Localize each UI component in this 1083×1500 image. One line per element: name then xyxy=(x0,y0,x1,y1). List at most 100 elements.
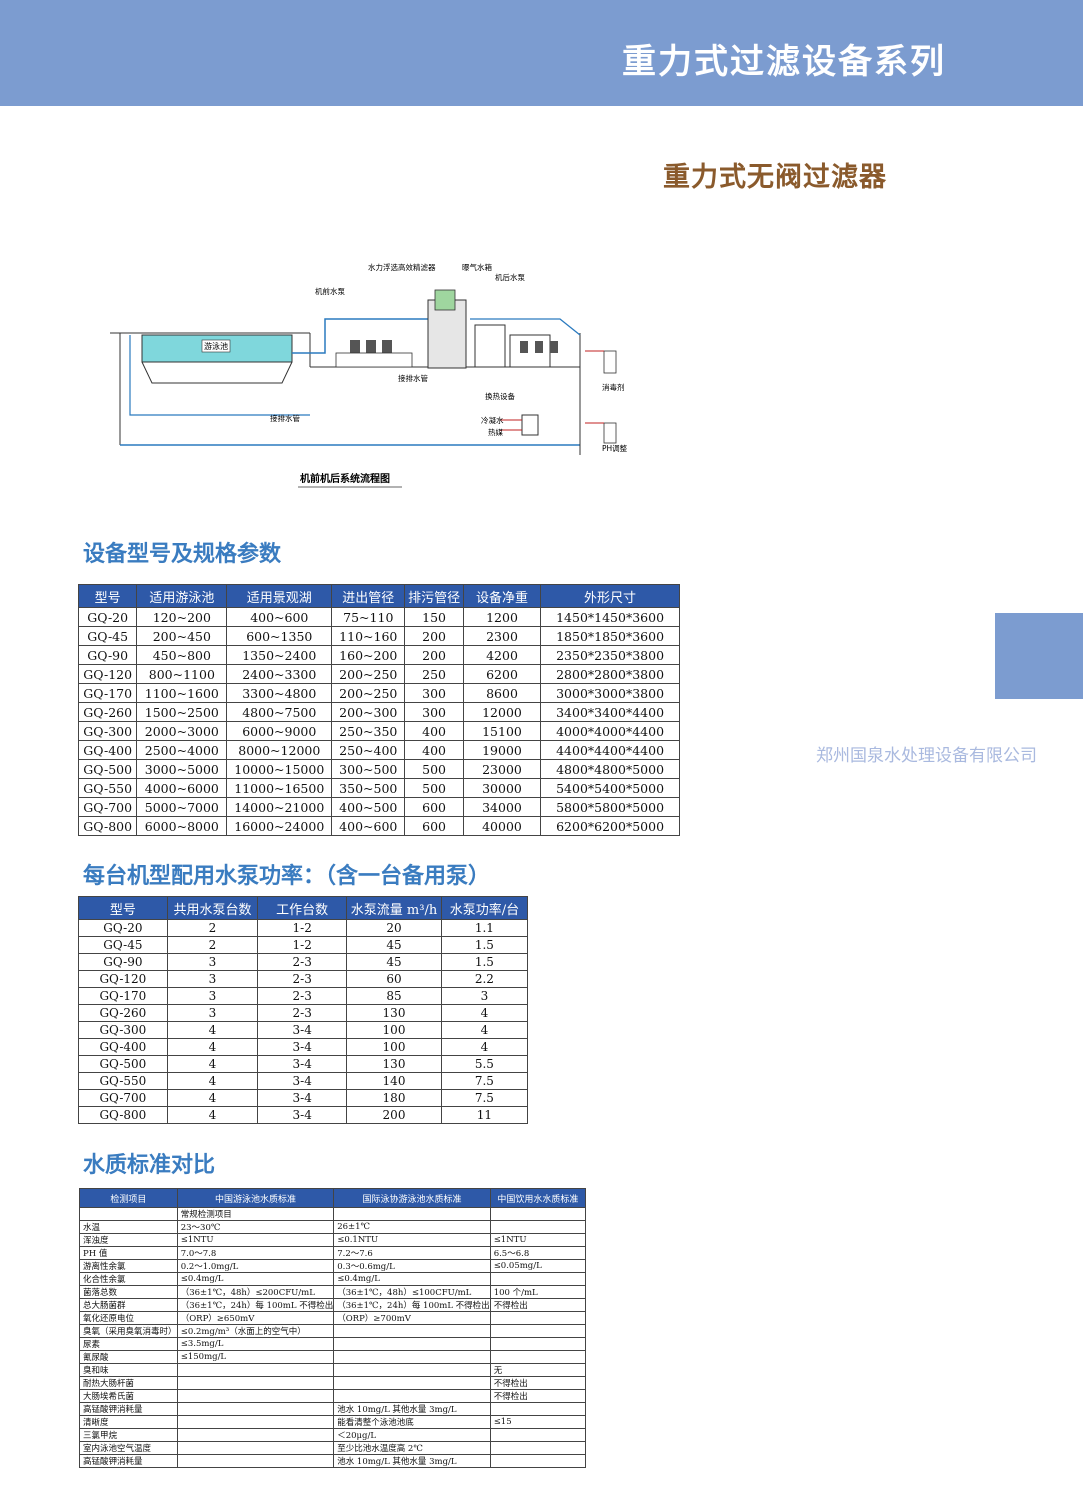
column-header: 进出管径 xyxy=(331,584,406,608)
table-cell: 池水 10mg/L 其他水量 3mg/L xyxy=(333,1402,491,1416)
table-cell: 350~500 xyxy=(331,778,406,798)
table-cell: 至少比池水温度高 2℃ xyxy=(333,1441,491,1455)
table-cell: 60 xyxy=(346,970,442,988)
table-cell: 池水 10mg/L 其他水量 3mg/L xyxy=(333,1454,491,1468)
table-cell: 4 xyxy=(166,1089,259,1107)
table-cell: 5800*5800*5000 xyxy=(540,797,680,817)
header-banner: 重力式过滤设备系列 xyxy=(0,0,1083,106)
table-cell: 氰尿酸 xyxy=(79,1350,178,1364)
table-cell: GQ-550 xyxy=(77,778,138,798)
table-row: 高锰酸钾消耗量 池水 10mg/L 其他水量 3mg/L xyxy=(79,1454,587,1468)
table-cell: 3-4 xyxy=(257,1055,348,1073)
table-cell: GQ-800 xyxy=(78,1106,168,1124)
table-cell: 34000 xyxy=(462,797,542,817)
table-cell: 浑浊度 xyxy=(79,1233,178,1247)
table-cell: 2-3 xyxy=(257,1004,348,1022)
table-row: 总大肠菌群（36±1℃，24h）每 100mL 不得检出（36±1℃，24h）每… xyxy=(79,1298,587,1312)
table-cell: 耐热大肠杆菌 xyxy=(79,1376,178,1390)
table-row: 大肠埃希氏菌不得检出 xyxy=(79,1389,587,1403)
table-cell: 臭和味 xyxy=(79,1363,178,1377)
table-cell xyxy=(176,1454,335,1468)
heat-exchange-label: 换热设备 xyxy=(485,391,515,401)
table-cell: 2350*2350*3800 xyxy=(540,645,680,665)
product-title: 重力式无阀过滤器 xyxy=(663,162,887,193)
table-cell: 200~450 xyxy=(136,626,228,646)
table-cell: 菌落总数 xyxy=(79,1285,178,1299)
table-cell: 3 xyxy=(166,987,259,1005)
table-cell: 0.2～1.0mg/L xyxy=(176,1259,335,1273)
table-cell: 4 xyxy=(166,1072,259,1090)
table-cell: 100 个/mL xyxy=(489,1285,587,1299)
company-name: 郑州国泉水处理设备有限公司 xyxy=(816,746,1037,766)
table-cell xyxy=(333,1376,491,1390)
column-header: 设备净重 xyxy=(462,584,542,608)
post-pump-label: 机后水泵 xyxy=(495,272,525,282)
table-cell: GQ-260 xyxy=(78,1004,168,1022)
table-cell: GQ-700 xyxy=(77,797,138,817)
table-cell: 2 xyxy=(166,919,259,937)
table-cell: 4 xyxy=(166,1055,259,1073)
table-cell xyxy=(489,1350,587,1364)
column-header: 国际泳协游泳池水质标准 xyxy=(333,1188,491,1208)
table-cell: 2300 xyxy=(462,626,542,646)
table-cell: 3-4 xyxy=(257,1072,348,1090)
table-cell: GQ-170 xyxy=(78,987,168,1005)
table-cell: 6000~8000 xyxy=(136,816,228,836)
table-cell: 臭氧（采用臭氧消毒时） xyxy=(79,1324,178,1338)
table-cell: 100 xyxy=(346,1021,442,1039)
sand-filter-label: 水力浮选高效精滤器 xyxy=(368,262,436,272)
pre-pump-label: 机前水泵 xyxy=(315,286,345,296)
table-cell: 40000 xyxy=(462,816,542,836)
table-cell xyxy=(176,1376,335,1390)
table-cell: GQ-90 xyxy=(77,645,138,665)
table-cell: （36±1℃，24h）每 100mL 不得检出 xyxy=(176,1298,335,1312)
table-cell: 400~500 xyxy=(331,797,406,817)
table-cell xyxy=(489,1324,587,1338)
table-cell: （36±1℃，24h）每 100mL 不得检出 xyxy=(333,1298,491,1312)
table-header-row: 型号适用游泳池适用景观湖进出管径排污管径设备净重外形尺寸 xyxy=(77,584,680,608)
table-cell: 游离性余氯 xyxy=(79,1259,178,1273)
table-cell: 清晰度 xyxy=(79,1415,178,1429)
table-cell: 11 xyxy=(440,1106,529,1124)
table-cell: 11000~16500 xyxy=(226,778,333,798)
table-cell: 200~250 xyxy=(331,683,406,703)
table-cell: 3-4 xyxy=(257,1106,348,1124)
table-row: 氰尿酸≤150mg/L xyxy=(79,1350,587,1364)
table-row: 浑浊度≤1NTU≤0.1NTU≤1NTU xyxy=(79,1233,587,1247)
table-cell: 300 xyxy=(404,702,464,722)
table-row: 室内泳池空气温度至少比池水温度高 2℃ xyxy=(79,1441,587,1455)
table-cell xyxy=(489,1272,587,1286)
table-cell: 600 xyxy=(404,797,464,817)
table-cell: 4000*4000*4400 xyxy=(540,721,680,741)
ph-label: PH调整 xyxy=(602,443,628,453)
table-cell: 23～30℃ xyxy=(176,1220,335,1234)
table-cell xyxy=(176,1441,335,1455)
side-accent-block xyxy=(995,613,1083,699)
table-cell xyxy=(176,1363,335,1377)
table-cell: 0.3～0.6mg/L xyxy=(333,1259,491,1273)
table-cell: 3-4 xyxy=(257,1021,348,1039)
table-cell: 45 xyxy=(346,936,442,954)
column-header: 适用景观湖 xyxy=(226,584,333,608)
table-row: 三氯甲烷＜20μg/L xyxy=(79,1428,587,1442)
table-cell: 1100~1600 xyxy=(136,683,228,703)
table-cell: 7.5 xyxy=(440,1072,529,1090)
table-cell: 14000~21000 xyxy=(226,797,333,817)
table-cell: 400~600 xyxy=(331,816,406,836)
table-cell: 400 xyxy=(404,721,464,741)
table-cell: 高锰酸钾消耗量 xyxy=(79,1454,178,1468)
table-cell: 180 xyxy=(346,1089,442,1107)
column-header: 适用游泳池 xyxy=(136,584,228,608)
table-cell: ≤0.4mg/L xyxy=(333,1272,491,1286)
table-cell xyxy=(333,1337,491,1351)
table-cell: 15100 xyxy=(462,721,542,741)
table-cell: 4000~6000 xyxy=(136,778,228,798)
table-cell: 600 xyxy=(404,816,464,836)
